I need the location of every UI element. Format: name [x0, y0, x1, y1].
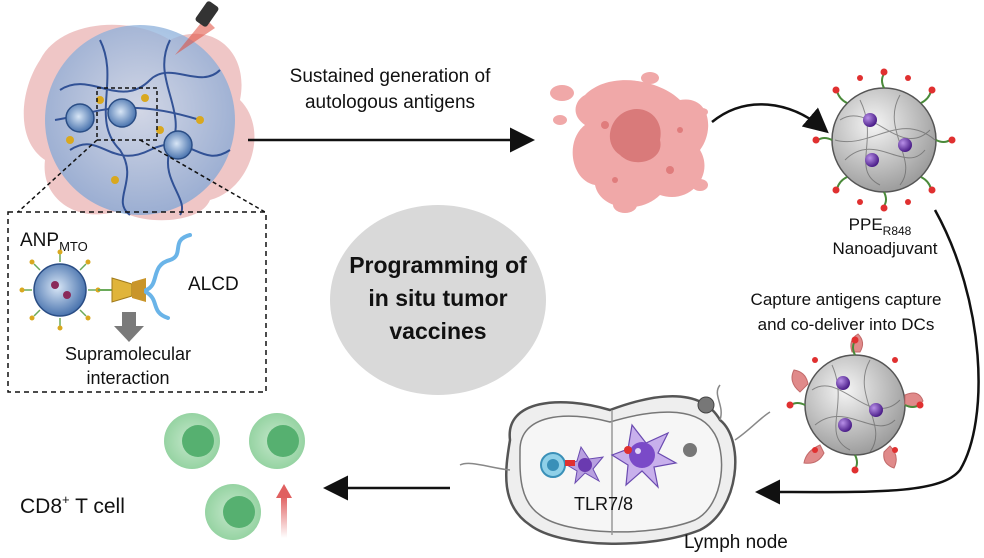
supramolecular-label-line1: Supramolecular: [65, 344, 191, 364]
arrow-to-lymph-node: [755, 209, 980, 505]
alcd-label: ALCD: [188, 274, 239, 295]
arrow-label-line1: Sustained generation of: [290, 66, 491, 87]
nanoadjuvant-particle: [812, 68, 956, 212]
inset-connector-left: [17, 139, 98, 213]
center-ellipse: [330, 205, 546, 395]
nanoadjuvant-label: Nanoadjuvant: [833, 239, 938, 258]
center-title-line3: vaccines: [389, 318, 486, 344]
antigen-loaded-nanoadjuvant: [786, 333, 924, 474]
lymph-node-label: Lymph node: [684, 532, 788, 553]
capture-label-line2: and co-deliver into DCs: [758, 315, 935, 334]
lymph-node-illustration: [459, 384, 771, 545]
autologous-antigens-illustration: [550, 72, 709, 213]
host-guest-complex: [98, 233, 192, 320]
supramolecular-label-line2: interaction: [86, 368, 169, 388]
tlr-label: TLR7/8: [574, 494, 633, 514]
anp-nanoparticle: [19, 249, 101, 331]
capture-label-line1: Capture antigens capture: [751, 290, 942, 309]
inset-connector-right: [139, 139, 266, 213]
down-arrow-icon: [114, 312, 144, 342]
center-title-line1: Programming of: [349, 252, 527, 278]
cd8-t-cells: [164, 413, 305, 540]
cd8-t-cell-label: CD8+ T cell: [20, 492, 125, 518]
anp-label: ANPMTO: [20, 230, 88, 254]
ppe-label: PPER848: [849, 215, 912, 238]
inset-box: [7, 211, 267, 393]
center-title-line2: in situ tumor: [368, 285, 507, 311]
increase-arrow-icon: [276, 484, 292, 538]
tumor-hydrogel-illustration: [23, 1, 255, 221]
arrow-to-nanoadjuvant: [711, 103, 829, 134]
arrow-label-line2: autologous antigens: [305, 92, 475, 113]
